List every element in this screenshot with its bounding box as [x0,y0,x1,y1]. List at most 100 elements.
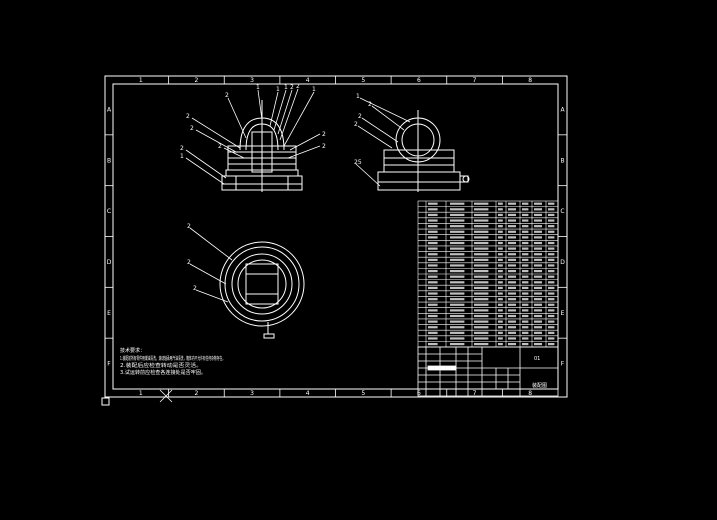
bom-cell-fill [508,213,516,217]
bom-cell-fill [474,303,489,306]
bom-cell-fill [498,314,503,318]
row-label-right: F [561,361,565,368]
bom-cell-fill [450,298,465,301]
bom-cell-fill [548,219,555,222]
bom-cell-fill [428,298,438,301]
bom-cell-fill [450,247,465,250]
bom-cell-fill [450,326,465,329]
bom-cell-fill [498,241,503,245]
leader-line [277,89,293,135]
row-label-left: C [107,208,111,215]
bom-cell-fill [450,309,465,312]
bom-cell-fill [498,253,503,256]
bom-cell-fill [474,219,489,222]
bom-cell-fill [548,213,555,217]
column-label-bottom: 8 [528,390,532,397]
bom-cell-fill [534,342,542,346]
notes-line-1: 1.装配前所有零件用煤油清洗，滚动轴承用汽油清洗，箱体内不允许有任何杂物存在。 [120,355,225,362]
bom-cell-fill [508,258,516,261]
technical-notes: 技术要求： 1.装配前所有零件用煤油清洗，滚动轴承用汽油清洗，箱体内不允许有任何… [120,347,225,376]
bom-cell-fill [498,320,503,323]
bom-cell-fill [474,202,489,205]
inner-border [112,83,559,390]
bom-cell-fill [508,281,516,284]
bom-cell-fill [498,219,503,222]
bom-cell-fill [450,286,465,290]
callout-number: 1 [284,84,288,91]
bom-cell-fill [428,253,438,256]
bom-cell-fill [474,309,489,312]
bom-cell-fill [474,253,489,256]
bom-cell-fill [548,236,555,239]
bom-cell-fill [428,225,438,228]
leader-line [371,105,405,131]
bom-cell-fill [450,230,465,233]
bom-cell-fill [474,275,489,278]
bom-cell-fill [534,275,542,278]
title-block-text: 装配图 01 [532,356,547,389]
bom-cell-fill [474,342,489,346]
bom-cell-fill [534,298,542,301]
bom-cell-fill [498,326,503,329]
leader-line [227,97,247,139]
bom-cell-fill [474,247,489,250]
bom-cell-fill [522,208,529,211]
top-ring-2 [224,246,300,322]
bom-cell-fill [508,236,516,239]
bom-cell-fill [474,326,489,329]
bom-cell-fill [508,219,516,222]
bom-cell-fill [474,337,489,340]
bom-cell-fill [548,247,555,250]
bom-cell-fill [428,208,438,211]
callout-number: 2 [187,259,191,266]
bom-cell-fill [522,292,529,295]
leader-line [257,89,263,121]
bom-cell-fill [522,253,529,256]
bom-cell-fill [522,213,529,217]
bom-cell-fill [450,331,465,334]
bom-cell-fill [450,264,465,267]
top-handle-knob [263,333,275,339]
bom-cell-fill [474,269,489,273]
bom-cell-fill [508,269,516,273]
bom-cell-fill [534,241,542,245]
bom-cell-fill [474,286,489,290]
bom-cell-fill [548,292,555,295]
parts-list-table [417,200,559,348]
bom-cell-fill [428,269,438,273]
bom-cell-fill [534,337,542,340]
bom-cell-fill [498,309,503,312]
bom-cell-fill [428,219,438,222]
bom-cell-fill [534,331,542,334]
bom-cell-fill [522,314,529,318]
bom-cell-fill [534,281,542,284]
callout-number: 1 [312,86,316,93]
bom-cell-fill [534,219,542,222]
bom-cell-fill [534,225,542,228]
bom-cell-fill [450,213,465,217]
front-view [221,100,303,192]
bom-cell-fill [498,247,503,250]
drawing-name: 装配图 [532,382,547,389]
bom-cell-fill [508,247,516,250]
leader-line [287,145,321,159]
leader-line [189,227,233,261]
bom-cell-fill [498,225,503,228]
callout-number: 2 [354,121,358,128]
bom-cell-fill [508,230,516,233]
bom-cell-fill [508,225,516,228]
column-label-bottom: 6 [417,390,421,397]
bom-cell-fill [428,320,438,323]
bom-cell-fill [450,241,465,245]
bom-cell-fill [508,337,516,340]
bom-cell-fill [428,281,438,284]
bom-cell-fill [428,264,438,267]
bom-cell-fill [450,281,465,284]
bom-cell-fill [450,342,465,346]
bom-cell-fill [474,292,489,295]
bom-cell-fill [450,314,465,318]
bom-cell-fill [548,309,555,312]
